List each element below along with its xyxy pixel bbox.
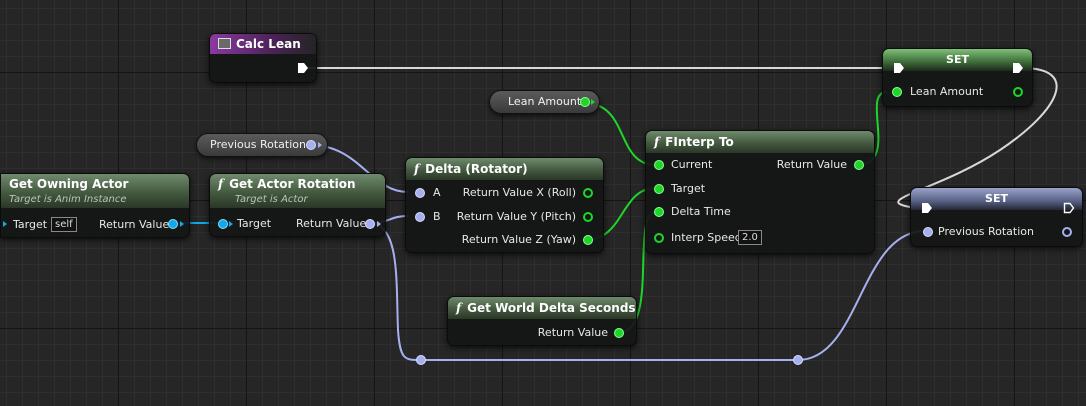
b-pin-label: B [433,210,441,223]
current-pin-label: Current [671,158,713,171]
exec-in-pin[interactable] [893,62,905,74]
node-title: Delta (Rotator) [425,162,528,176]
exec-in-pin[interactable] [921,202,933,214]
variable-label: Previous Rotation [210,138,306,151]
get-world-delta-seconds-node[interactable]: f Get World Delta Seconds Return Value [447,296,637,346]
finterp-to-node[interactable]: f FInterp To Current Target Delta Time In… [645,130,875,254]
node-title: Get Actor Rotation [229,177,356,191]
function-icon: f [654,135,660,149]
get-owning-actor-node[interactable]: Get Owning Actor Target is Anim Instance… [0,173,190,238]
target-pin-label: Target [13,218,48,231]
node-subtitle: Target is Anim Instance [9,194,127,205]
interp-speed-value-field[interactable]: 2.0 [738,230,762,245]
delta-time-input-pin[interactable] [654,207,664,217]
lean-amount-pin-label: Lean Amount [910,85,984,98]
get-actor-rotation-node[interactable]: f Get Actor Rotation Target is Actor Targ… [209,173,386,237]
return-value-label: Return Value [99,218,170,231]
return-value-pin[interactable] [854,160,864,170]
return-value-label: Return Value [776,158,847,171]
return-value-label: Return Value [296,217,367,230]
current-input-pin[interactable] [654,160,664,170]
variable-arrow-icon [318,142,322,148]
node-title: FInterp To [665,135,734,149]
return-value-label: Return Value [537,326,608,339]
delta-rotator-node[interactable]: f Delta (Rotator) A B Return Value X (Rol… [405,157,604,253]
delta-time-pin-label: Delta Time [671,205,731,218]
roll-output-label: Return Value X (Roll) [462,186,576,199]
lean-amount-input-pin[interactable] [892,87,902,97]
self-default-box[interactable]: self [51,217,77,232]
return-value-pin[interactable] [365,219,375,229]
wire-rotation-reroute [368,222,926,361]
previous-rotation-input-pin[interactable] [923,227,933,237]
return-value-arrow-icon [180,221,184,227]
reroute-knot-right[interactable] [793,355,803,365]
exec-out-pin[interactable] [1012,62,1024,74]
return-value-pin[interactable] [614,328,624,338]
return-value-pin[interactable] [168,219,178,229]
function-entry-icon [218,38,231,49]
node-title: Get World Delta Seconds [467,301,636,315]
a-pin-label: A [433,186,441,199]
lean-amount-output-pin[interactable] [1013,87,1023,97]
roll-output-pin[interactable] [583,188,593,198]
pitch-output-pin[interactable] [583,212,593,222]
variable-out-pin[interactable] [580,97,590,107]
node-title: Get Owning Actor [9,177,129,191]
b-input-pin[interactable] [415,212,425,222]
a-input-pin[interactable] [415,188,425,198]
reroute-knot-left[interactable] [416,355,426,365]
variable-arrow-icon [591,99,595,105]
variable-label: Lean Amount [508,95,582,108]
exec-out-pin[interactable] [1063,202,1075,214]
calc-lean-node[interactable]: Calc Lean [209,33,317,83]
lean-amount-getter[interactable]: Lean Amount [489,90,600,114]
set-previous-rotation-node[interactable]: SET Previous Rotation [910,187,1083,247]
yaw-output-label: Return Value Z (Yaw) [461,233,576,246]
set-lean-amount-node[interactable]: SET Lean Amount [882,48,1033,107]
function-icon: f [414,162,420,176]
target-input-pin[interactable] [654,184,664,194]
target-pin-arrow-icon[interactable] [3,221,7,227]
function-icon: f [456,301,462,315]
target-pin[interactable] [218,219,228,229]
node-subtitle: Target is Actor [235,194,308,205]
previous-rotation-pin-label: Previous Rotation [938,225,1034,238]
node-title: SET [911,188,1082,210]
target-pin-label: Target [237,217,272,230]
exec-out-pin[interactable] [297,62,309,74]
target-pin-label: Target [671,182,706,195]
target-arrow-icon [229,221,233,227]
function-icon: f [218,177,224,191]
exec-wire-set-to-set [897,67,1058,208]
node-title: Calc Lean [236,37,301,51]
interp-speed-input-pin[interactable] [654,233,664,243]
previous-rotation-getter[interactable]: Previous Rotation [196,133,328,157]
node-title: SET [883,49,1032,71]
pitch-output-label: Return Value Y (Pitch) [456,210,576,223]
interp-speed-pin-label: Interp Speed [671,231,742,244]
variable-out-pin[interactable] [306,140,316,150]
return-value-arrow-icon [377,221,381,227]
yaw-output-pin[interactable] [583,235,593,245]
previous-rotation-output-pin[interactable] [1062,227,1072,237]
